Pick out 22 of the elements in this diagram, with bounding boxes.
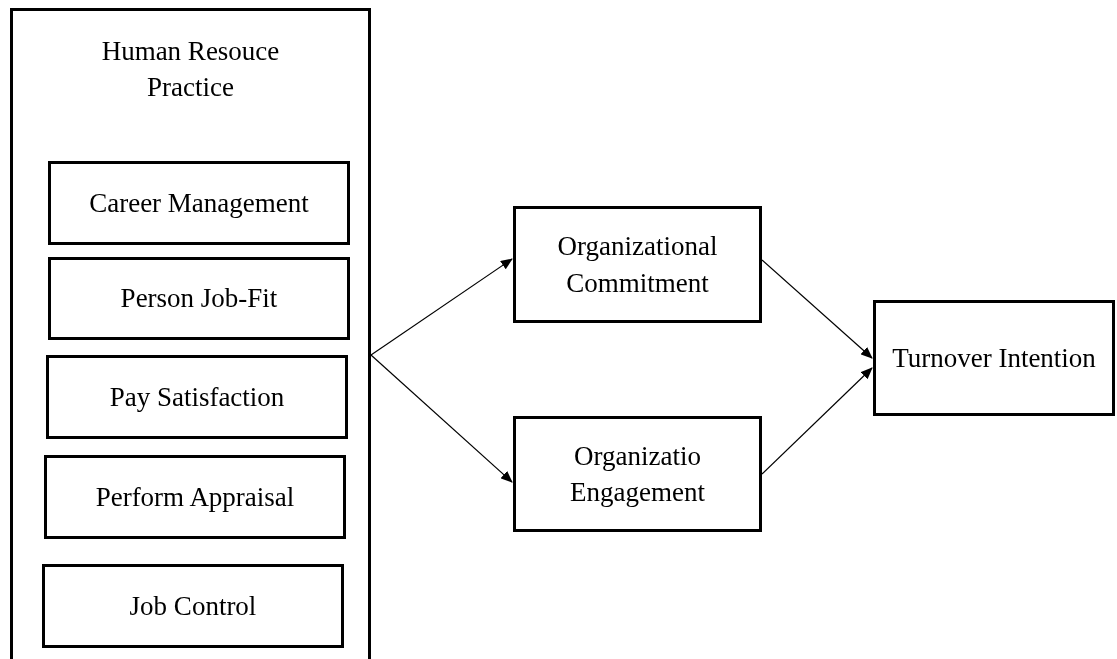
- box-label: Organizatio Engagement: [569, 439, 706, 509]
- group-heading: Human Resouce Practice: [100, 35, 281, 105]
- box-label: Organizational Commitment: [556, 230, 719, 300]
- box-label: Person Job-Fit: [119, 282, 279, 316]
- box-label: Career Management: [88, 186, 310, 220]
- box-label: Perform Appraisal: [94, 480, 296, 514]
- arrow: [370, 354, 513, 483]
- concept-box: [513, 416, 762, 532]
- box-label: Turnover Intention: [891, 341, 1097, 375]
- concept-box: [42, 564, 344, 648]
- concept-box: [513, 206, 762, 323]
- concept-box: [48, 161, 350, 245]
- arrow: [761, 259, 873, 359]
- concept-box: [873, 300, 1115, 416]
- group-box: [10, 8, 371, 659]
- box-label: Job Control: [128, 589, 258, 623]
- arrow: [370, 258, 513, 356]
- box-label: Pay Satisfaction: [108, 380, 286, 414]
- arrow: [761, 367, 873, 475]
- concept-box: [44, 455, 346, 539]
- concept-box: [46, 355, 348, 439]
- concept-box: [48, 257, 350, 340]
